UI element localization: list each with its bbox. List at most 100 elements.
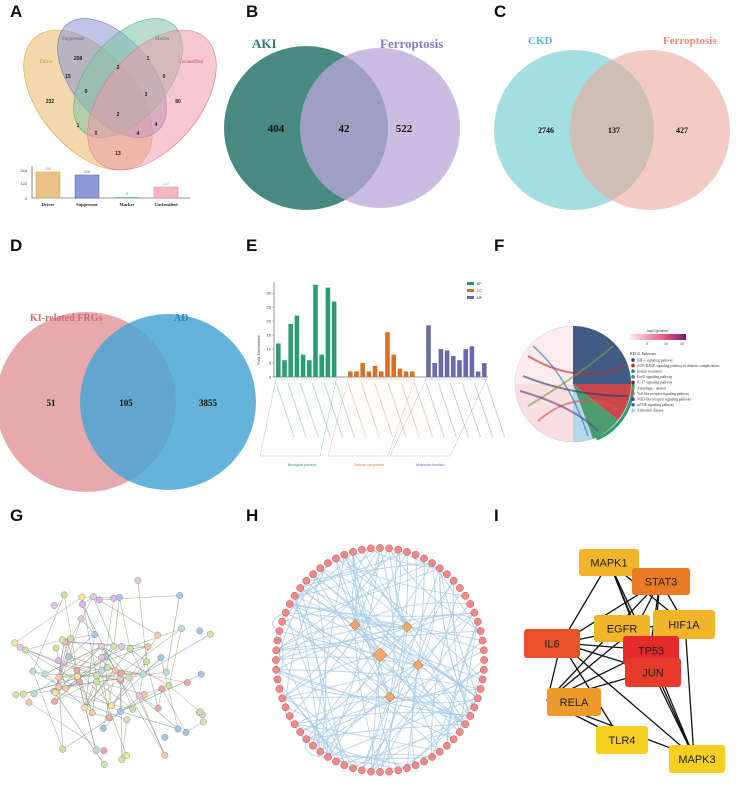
venn-a-num-4-a: 4 bbox=[137, 131, 140, 137]
ppi-edge bbox=[28, 702, 105, 751]
h-ring-node bbox=[358, 545, 366, 554]
h-edge bbox=[312, 573, 479, 699]
venn-a-num-driver-only: 232 bbox=[46, 99, 55, 105]
ppi-node bbox=[77, 615, 85, 623]
h-edge bbox=[431, 587, 461, 758]
ppi-node bbox=[139, 670, 147, 678]
panel-g-ppi-network bbox=[0, 520, 245, 791]
ppi-edge bbox=[120, 711, 179, 730]
e-ytick: 25 bbox=[267, 304, 272, 309]
h-edge bbox=[299, 626, 408, 733]
h-edge bbox=[285, 706, 329, 758]
venn-c-right-count: 427 bbox=[676, 126, 688, 135]
venn-b-left-count: 404 bbox=[268, 123, 285, 135]
h-ring-node bbox=[281, 703, 290, 712]
ppi-node bbox=[79, 601, 86, 608]
ppi-node bbox=[41, 670, 49, 678]
h-ring-node bbox=[394, 545, 402, 554]
ppi-node bbox=[206, 630, 214, 638]
ppi-edge bbox=[111, 657, 162, 706]
panel-f-kegg-chord-diagram: -log10(pvalue) 5 10 15 KEGG Pathways HIF… bbox=[498, 246, 753, 496]
ppi-edge bbox=[129, 648, 147, 662]
h-ring-node bbox=[316, 747, 325, 756]
h-ring-node bbox=[461, 720, 470, 729]
h-edge bbox=[352, 551, 381, 656]
h-ring-node bbox=[273, 675, 282, 684]
ppi-node bbox=[78, 593, 86, 601]
e-bar-cc bbox=[403, 371, 409, 377]
e-bar-bp bbox=[325, 287, 331, 377]
h-ring-node bbox=[281, 608, 290, 617]
e-legend-mf: MF bbox=[477, 296, 482, 300]
f-chord-circle bbox=[511, 322, 635, 446]
ppi-edge bbox=[54, 670, 116, 702]
e-bar-cc bbox=[391, 354, 396, 377]
f-scale-title: -log10(pvalue) bbox=[646, 329, 668, 333]
venn-a-num-3: 3 bbox=[145, 92, 148, 98]
f-pathway-label: mTOR signaling pathway bbox=[637, 403, 674, 407]
ppi-edge bbox=[14, 596, 82, 644]
a-bar-value-suppressor: 228 bbox=[84, 170, 90, 174]
h-edge bbox=[389, 669, 485, 698]
e-xtick-label-placeholder bbox=[400, 382, 420, 438]
panel-a-four-set-venn: Suppressor Marker Driver Unclassified 23… bbox=[0, 0, 240, 220]
panel-b-venn-aki-ferroptosis: AKI Ferroptosis 404 42 522 bbox=[220, 0, 480, 230]
venn-a-num-2-top: 2 bbox=[117, 65, 120, 71]
h-edge bbox=[327, 580, 455, 758]
ppi-node bbox=[105, 714, 113, 721]
h-ring-node bbox=[443, 570, 451, 579]
e-bar-mf bbox=[444, 350, 450, 377]
h-ring-node bbox=[403, 547, 411, 556]
ppi-edge bbox=[77, 676, 97, 751]
h-ring-node bbox=[449, 576, 458, 585]
e-bar-mf bbox=[432, 363, 437, 377]
h-edge bbox=[417, 580, 455, 666]
ppi-node bbox=[93, 678, 101, 686]
ppi-node bbox=[59, 745, 67, 753]
ppi-node bbox=[52, 689, 59, 697]
ppi-node bbox=[21, 646, 29, 654]
h-edge bbox=[370, 715, 471, 772]
h-ring-node bbox=[316, 564, 325, 573]
e-legend-bp: BP bbox=[477, 282, 482, 286]
a-bar-value-marker: 5 bbox=[126, 192, 128, 196]
h-ring-node bbox=[272, 665, 281, 674]
panel-label-e: E bbox=[246, 236, 258, 255]
h-edge bbox=[289, 603, 391, 698]
h-ring-node bbox=[290, 720, 299, 729]
e-ytick: 0 bbox=[269, 374, 272, 379]
h-edge bbox=[452, 580, 471, 717]
ppi-edge bbox=[19, 647, 78, 671]
ppi-edge bbox=[25, 649, 80, 683]
h-edge bbox=[275, 656, 419, 666]
a-ytick-122: 122 bbox=[20, 181, 27, 186]
venn-a-num-0-left: 0 bbox=[85, 89, 88, 95]
ppi-edge bbox=[32, 594, 65, 672]
venn-a-num-unclassified-only: 80 bbox=[175, 99, 181, 105]
panel-f-svg: -log10(pvalue) 5 10 15 KEGG Pathways HIF… bbox=[511, 322, 720, 446]
panel-d-venn-ki-frgs-ad: KI-related FRGs AD 51 105 3855 bbox=[0, 240, 256, 500]
e-bar-bp bbox=[319, 354, 324, 377]
ppi-edge bbox=[165, 595, 180, 673]
venn-b-right-count: 522 bbox=[396, 123, 413, 135]
venn-b-right-label: Ferroptosis bbox=[380, 36, 443, 51]
panel-a-svg: Suppressor Marker Driver Unclassified 23… bbox=[20, 18, 217, 207]
h-edge bbox=[351, 548, 372, 626]
venn-a-num-0-low: 0 bbox=[95, 131, 98, 137]
panel-h-circular-network bbox=[271, 525, 495, 791]
f-pathway-swatch bbox=[631, 358, 635, 362]
a-ytick-0: 0 bbox=[25, 196, 28, 201]
h-edge bbox=[354, 547, 381, 626]
h-edge bbox=[312, 664, 419, 747]
venn-d-ad bbox=[80, 314, 256, 490]
f-pathway-label: IL-17 signaling pathway bbox=[637, 381, 673, 385]
h-ring-node bbox=[466, 712, 475, 720]
ppi-node bbox=[196, 708, 204, 716]
h-ring-node bbox=[435, 747, 444, 756]
f-pathway-swatch bbox=[631, 397, 635, 401]
venn-a-num-4-b: 4 bbox=[155, 122, 158, 128]
e-bar-cc bbox=[366, 371, 372, 377]
h-ring-node bbox=[449, 735, 458, 744]
ppi-node bbox=[199, 718, 207, 726]
